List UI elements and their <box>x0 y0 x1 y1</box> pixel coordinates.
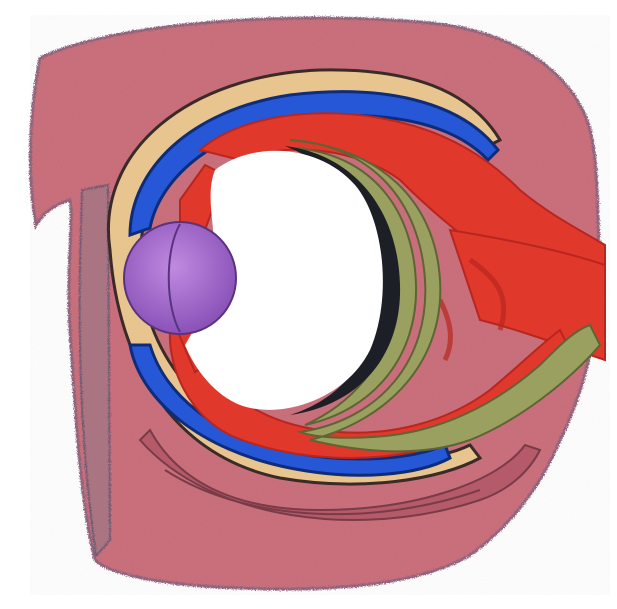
lens-shape <box>124 222 236 334</box>
lens <box>124 222 236 334</box>
